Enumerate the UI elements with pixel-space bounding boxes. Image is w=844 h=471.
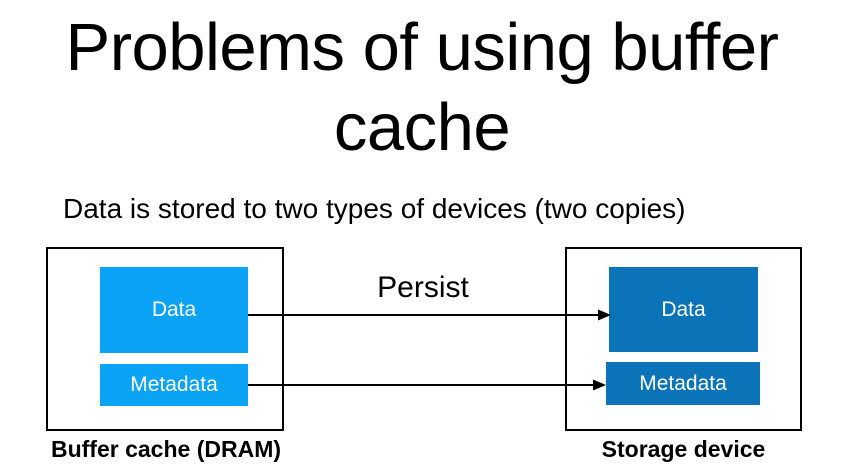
- storage-data-block: Data: [609, 267, 758, 352]
- buffer-cache-data-block: Data: [100, 267, 248, 353]
- buffer-cache-metadata-block: Metadata: [100, 364, 248, 406]
- slide-subtitle: Data is stored to two types of devices (…: [63, 193, 686, 224]
- storage-device-caption: Storage device: [601, 436, 766, 462]
- page-title: Problems of using buffer cache: [65, 10, 780, 166]
- persist-arrow-label: Persist: [377, 271, 469, 304]
- storage-metadata-block: Metadata: [606, 362, 760, 405]
- data-persist-arrow: [248, 309, 611, 321]
- buffer-cache-caption: Buffer cache (DRAM): [50, 436, 282, 462]
- metadata-persist-arrow: [248, 379, 606, 391]
